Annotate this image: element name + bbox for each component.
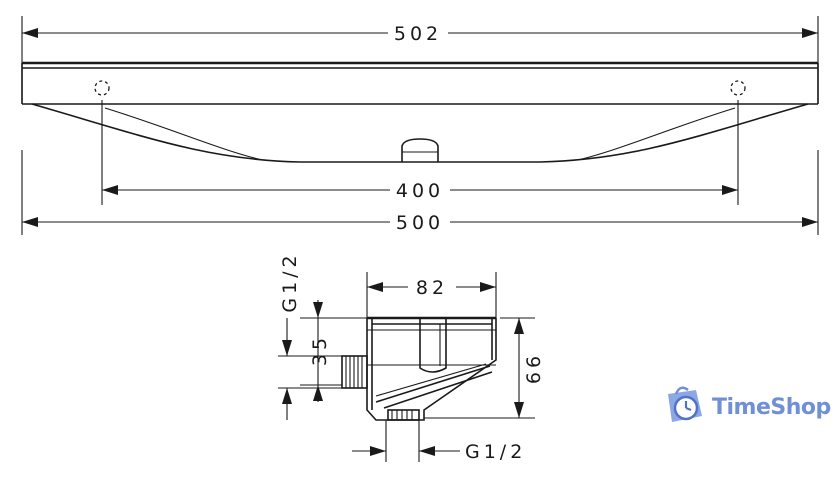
dimension-400 xyxy=(102,185,738,195)
dimension-thread-bottom xyxy=(352,446,460,456)
dim-label-thread-bottom: G1/2 xyxy=(465,441,526,463)
dim-label-500: 500 xyxy=(396,212,444,234)
dim-label-35: 35 xyxy=(309,334,331,366)
dim-label-400: 400 xyxy=(396,180,444,202)
dimension-502 xyxy=(22,28,818,38)
dim-label-thread-side: G1/2 xyxy=(279,251,301,312)
watermark-logo: TimeShop xyxy=(662,384,831,430)
connection-box-side-view xyxy=(300,272,535,462)
dimension-500 xyxy=(22,217,818,227)
shower-head-top-view xyxy=(21,16,819,235)
dim-label-66: 66 xyxy=(523,352,545,384)
watermark-text: TimeShop xyxy=(712,394,831,420)
dimension-thread-side xyxy=(278,318,342,420)
dim-label-82: 82 xyxy=(416,277,448,299)
shopping-bag-clock-icon xyxy=(662,384,708,430)
dim-label-502: 502 xyxy=(394,23,442,45)
dimension-35 xyxy=(313,300,323,402)
dimension-82 xyxy=(367,282,496,292)
dimension-66 xyxy=(514,318,524,418)
